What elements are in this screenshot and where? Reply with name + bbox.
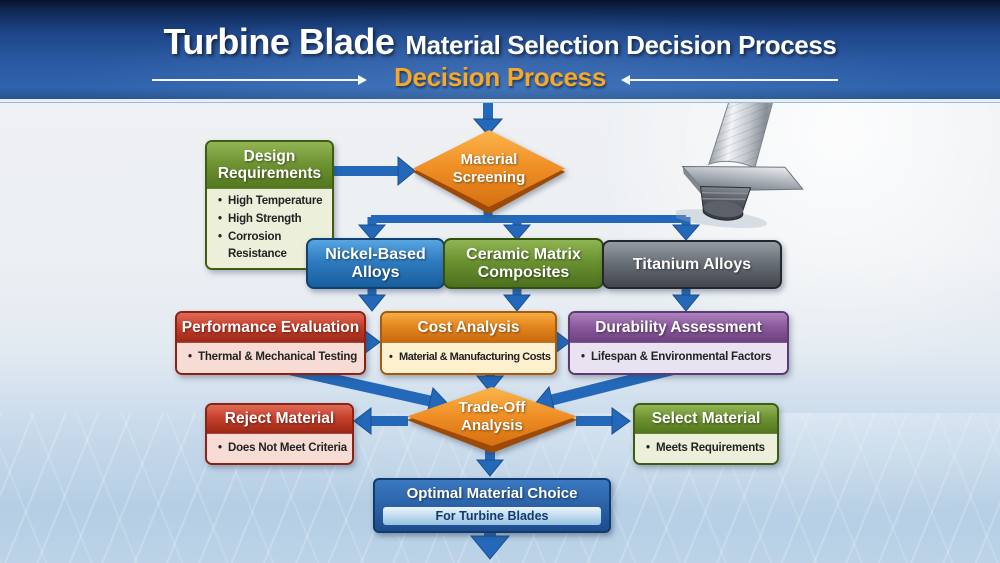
node-title-text: Select Material [651,410,761,428]
node-title-text: Material Screening [452,151,526,186]
node-design-requirements-title: Design Requirements [207,142,332,189]
bullet-item: Does Not Meet Criteria [217,440,348,458]
node-optimal-material-choice: Optimal Material Choice For Turbine Blad… [373,478,611,533]
page-title-rest: Material Selection Decision Process [405,30,837,60]
node-select-material-title: Select Material [635,405,777,434]
node-reject-material: Reject Material Does Not Meet Criteria [205,403,354,465]
node-performance-evaluation: Performance Evaluation Thermal & Mechani… [175,311,366,375]
bullet-item: Material & Manufacturing Costs [388,349,551,366]
node-durability-assessment-body: Lifespan & Environmental Factors [570,343,787,373]
node-title-text: Reject Material [224,410,335,428]
node-performance-evaluation-body: Thermal & Mechanical Testing [177,343,364,373]
node-subtitle-text: For Turbine Blades [383,507,601,525]
bullet-item: Meets Requirements [645,440,773,458]
node-performance-evaluation-title: Performance Evaluation [177,313,364,343]
node-title-text: Trade-Off Analysis [458,399,526,434]
bullet-item: Corrosion Resistance [217,229,328,265]
node-durability-assessment: Durability Assessment Lifespan & Environ… [568,311,789,375]
node-durability-assessment-title: Durability Assessment [570,313,787,343]
node-title-text: Durability Assessment [595,318,762,336]
bullet-item: High Strength [217,211,328,229]
page-title-strong: Turbine Blade [163,21,395,62]
node-title-text: Optimal Material Choice [406,485,578,502]
node-title-text: Ceramic Matrix Composites [466,245,581,281]
node-cost-analysis-body: Material & Manufacturing Costs [382,343,555,373]
bullet-item: High Temperature [217,193,328,211]
node-title-text: Nickel-Based Alloys [325,245,426,281]
page-subtitle: Decision Process [394,62,606,92]
node-select-material: Select Material Meets Requirements [633,403,779,465]
node-material-screening: Material Screening [413,130,565,214]
node-trade-off-analysis: Trade-Off Analysis [407,387,577,453]
node-select-material-body: Meets Requirements [635,434,777,463]
node-design-requirements: Design Requirements High Temperature Hig… [205,140,334,270]
node-ceramic-matrix-composites: Ceramic Matrix Composites [443,238,604,289]
node-nickel-based-alloys: Nickel-Based Alloys [306,238,445,289]
node-cost-analysis: Cost Analysis Material & Manufacturing C… [380,311,557,375]
page-title: Turbine Blade Material Selection Decisio… [0,21,1000,63]
node-title-text: Titanium Alloys [632,255,752,273]
node-title-text: Cost Analysis [417,318,520,336]
subtitle-arrow-left [152,75,367,85]
node-reject-material-title: Reject Material [207,405,352,434]
node-title-text: Design Requirements [217,147,322,182]
bullet-item: Thermal & Mechanical Testing [187,349,360,367]
title-banner: Turbine Blade Material Selection Decisio… [0,0,1000,102]
node-cost-analysis-title: Cost Analysis [382,313,555,343]
subtitle-arrow-right [621,75,838,85]
node-title-text: Performance Evaluation [181,318,360,336]
node-reject-material-body: Does Not Meet Criteria [207,434,352,463]
bullet-item: Lifespan & Environmental Factors [580,349,783,367]
node-titanium-alloys: Titanium Alloys [602,240,782,289]
